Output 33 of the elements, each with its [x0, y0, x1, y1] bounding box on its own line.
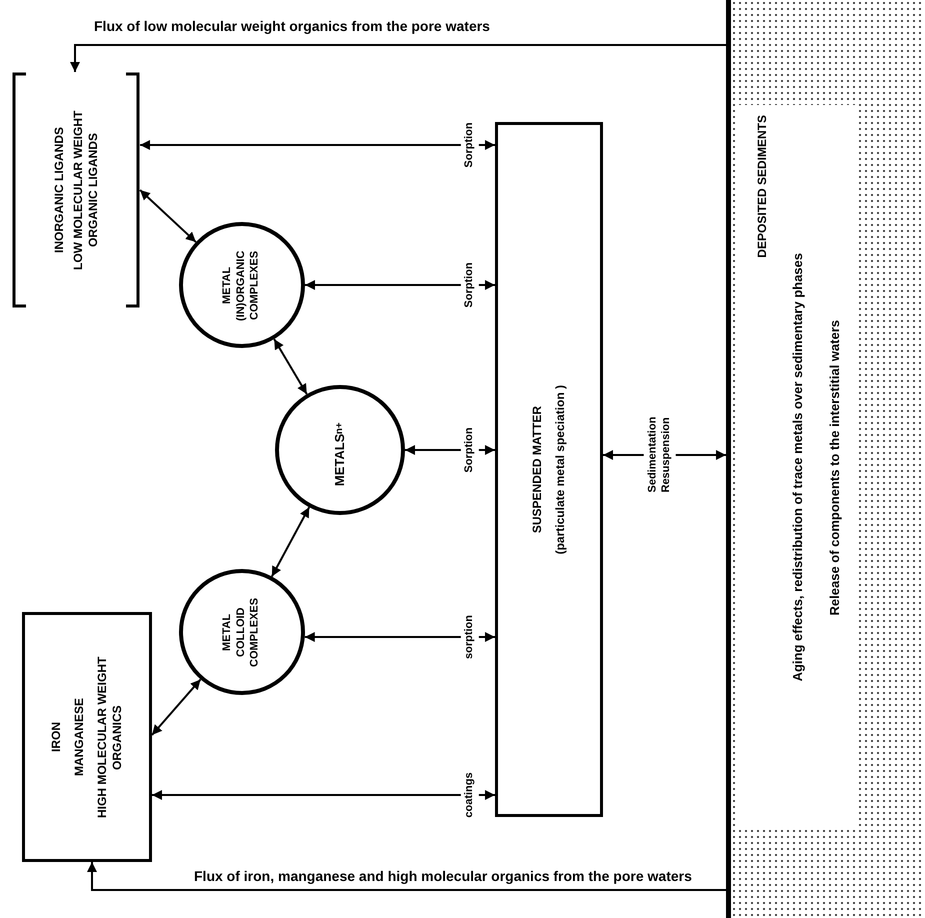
species-circle [179, 222, 305, 348]
species-circle [179, 569, 305, 695]
arrow [305, 280, 495, 290]
node-label: (particulate metal speciation ) [553, 384, 568, 554]
node-label: SUSPENDED MATTER [530, 406, 545, 534]
node-label: Release of components to the interstitial waters [826, 320, 843, 616]
arrow [270, 506, 310, 577]
arrow [273, 338, 308, 395]
arrow [70, 44, 726, 72]
node-label: METAL (IN)ORGANIC COMPLEXES [221, 248, 262, 322]
arrow [87, 862, 726, 891]
edge-label: Sorption [461, 427, 479, 473]
edge-label: Sorption [461, 262, 479, 308]
node-label: LOW MOLECULAR WEIGHT ORGANIC LIGANDS [70, 109, 100, 272]
arrow [304, 632, 495, 642]
arrow [152, 790, 495, 800]
edge-label: coatings [461, 772, 479, 818]
arrow [140, 140, 495, 150]
arrow [139, 189, 197, 243]
arrow [151, 678, 202, 736]
ligand-bracket [12, 72, 140, 308]
node-label: HIGH MOLECULAR WEIGHT ORGANICS [95, 655, 125, 820]
node-label: Aging effects, redistribution of trace metals over sedimentary phases [790, 253, 806, 682]
process-box [22, 612, 152, 862]
edge-label: sorption [461, 615, 479, 659]
species-circle [275, 385, 405, 515]
node-label: INORGANIC LIGANDS [52, 127, 66, 253]
edge-label: Sorption [461, 122, 479, 168]
node-label: DEPOSITED SEDIMENTS [755, 115, 770, 258]
node-label: METAL COLLOID COMPLEXES [221, 596, 262, 669]
node-label: IRON [49, 722, 64, 752]
node-label: MANGANESE [72, 698, 87, 776]
process-box [495, 122, 603, 817]
